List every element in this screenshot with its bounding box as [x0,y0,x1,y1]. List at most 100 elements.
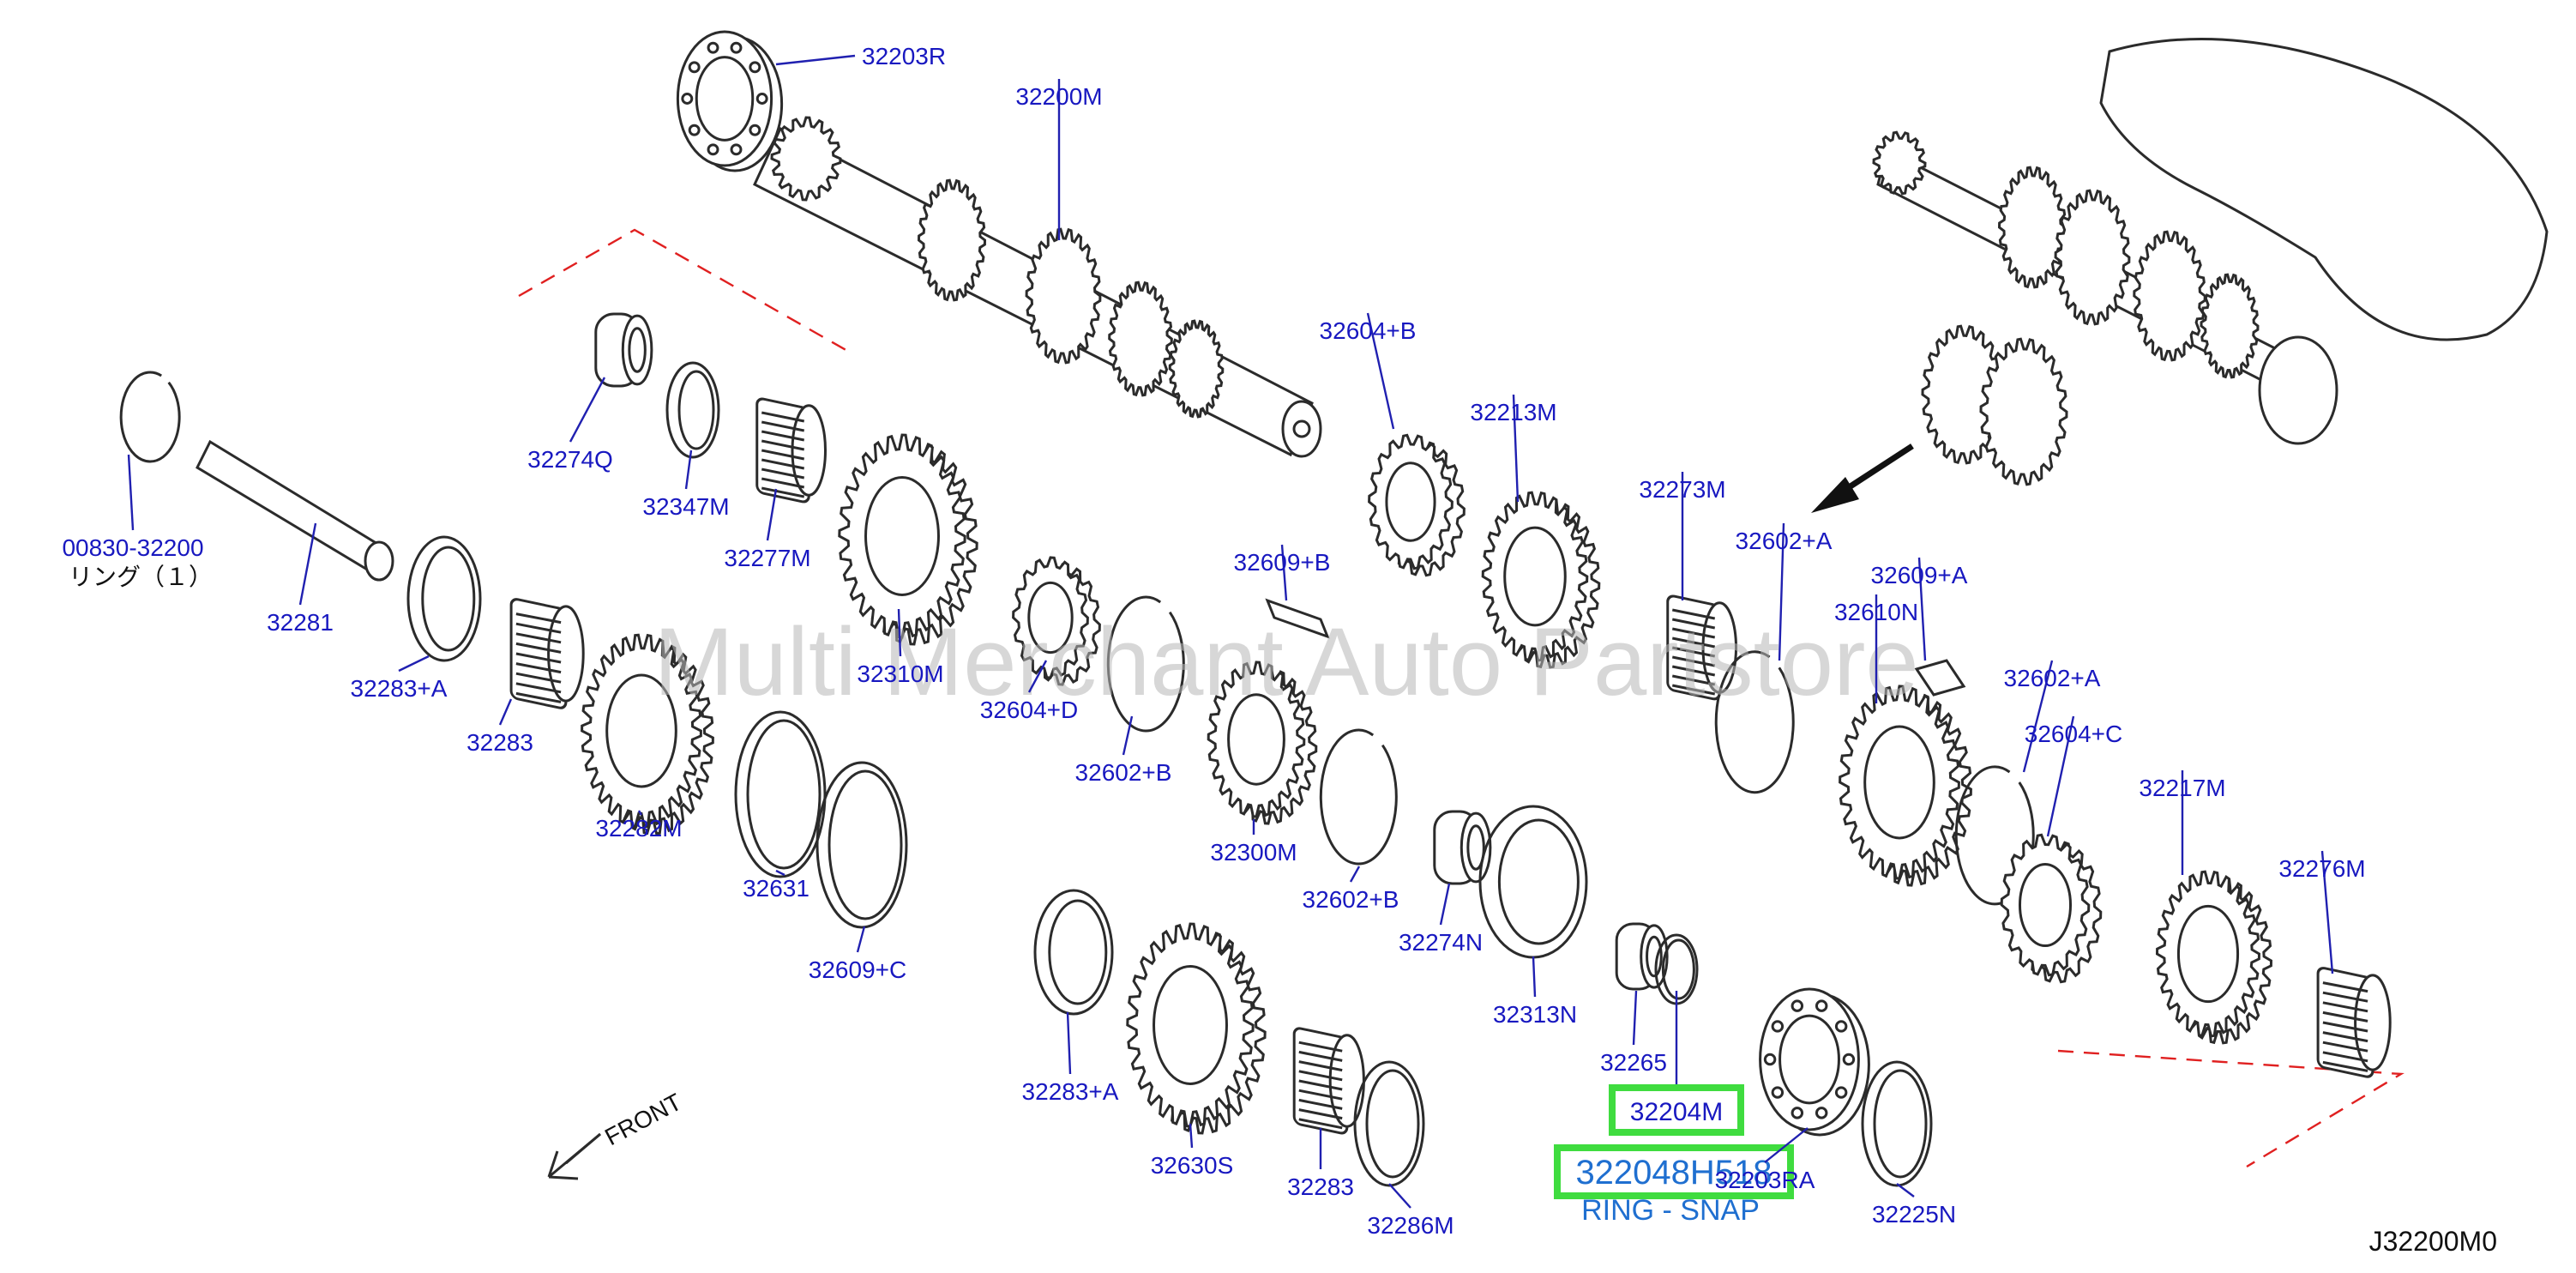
assembled-gear [2200,273,2260,379]
part-label-32265[interactable]: 32265 [1600,1049,1667,1076]
bearing-32203R-ball [707,143,719,156]
main-shaft-gear [1168,319,1225,419]
hub-32604+D [1012,556,1101,686]
leader-32225N [1896,1183,1915,1198]
needle-bearing-32276M-roller [2322,1031,2368,1043]
part-label-32274N[interactable]: 32274N [1399,929,1483,956]
part-label-32300M[interactable]: 32300M [1210,839,1297,866]
bearing-32203RA-ball [1815,1107,1828,1119]
seal-32283+A-outer [406,535,482,662]
leader-32281 [298,522,317,606]
hub-32604+B-bore [1385,462,1436,542]
snap-ring-00830-32200 [119,371,181,463]
part-label-32225N[interactable]: 32225N [1872,1201,1956,1228]
part-label-32273M[interactable]: 32273M [1639,476,1725,503]
part-label-32609+A[interactable]: 32609+A [1871,562,1968,588]
part-label-32277M[interactable]: 32277M [724,545,810,571]
needle-bearing-32273M-roller [1671,665,1716,677]
needle-bearing-32276M-roller [2322,991,2368,1003]
dashed-outline-right [2057,1049,2404,1168]
leader-32283+A [398,655,430,673]
part-label-32609+C[interactable]: 32609+C [809,956,906,983]
part-label-32604+C[interactable]: 32604+C [2025,721,2122,747]
exploded-parts-drawing [119,30,2549,1187]
part-label-32283+A[interactable]: 32283+A [1022,1078,1119,1105]
part-label-32602+A[interactable]: 32602+A [2004,665,2101,691]
needle-bearing-32283-lower-roller [1298,1079,1343,1091]
bearing-32203R-ball [707,41,719,54]
part-label-32283[interactable]: 32283 [466,729,533,756]
needle-bearing-32277M-roller [761,468,805,480]
part-label-32283[interactable]: 32283 [1287,1173,1354,1200]
front-arrow: FRONT [547,1089,686,1180]
main-shaft [753,116,1322,458]
snap-ring-32602+B-lower [1319,728,1398,866]
needle-bearing-32283-lower-roller [1298,1060,1343,1072]
part-label-32203RA[interactable]: 32203RA [1715,1167,1815,1193]
leader-32630S [1189,1123,1194,1149]
leader-32602+B [1349,866,1361,883]
part-label-32602+B[interactable]: 32602+B [1303,886,1399,913]
bearing-32203RA-ball [1791,999,1804,1012]
needle-bearing-32277M [755,397,827,504]
part-label-32347M[interactable]: 32347M [642,493,729,520]
bearing-32203R-ball [730,41,743,54]
main-shaft-hole [1292,419,1311,438]
part-label-32602+B[interactable]: 32602+B [1075,759,1172,786]
seal-32283+A-inner [421,546,476,652]
gear-32213M [1481,491,1601,669]
part-label-32310M[interactable]: 32310M [857,661,943,687]
needle-bearing-32276M-roller [2322,1021,2368,1033]
part-label-32217M[interactable]: 32217M [2139,775,2225,801]
highlight-part-ref[interactable]: 32204M [1630,1098,1723,1126]
part-label-32282M[interactable]: 32282M [595,815,682,842]
gear-32610N [1839,685,1972,887]
shaft-32281 [196,439,388,576]
ring-32631-inner [746,719,822,870]
gear-32213M-face [1481,491,1589,662]
bearing-32203R-ball [749,61,761,74]
part-label-32281[interactable]: 32281 [267,609,334,636]
snap-ring-32204M-inner [1661,938,1695,1000]
main-shaft-gear [1108,281,1173,397]
part-label-00830-32200[interactable]: 00830-32200 [62,534,203,561]
bearing-32203RA-ball [1763,1053,1777,1066]
bushing-32274N [1433,810,1492,885]
part-label-32609+B[interactable]: 32609+B [1234,549,1331,576]
bearing-32203RA-ball [1771,1086,1785,1099]
key-32609+B [1265,598,1330,639]
part-label-32213M[interactable]: 32213M [1470,399,1556,425]
part-label-32604+D[interactable]: 32604+D [980,697,1078,723]
part-label-32203R[interactable]: 32203R [862,43,946,69]
part-label-32610N[interactable]: 32610N [1834,599,1918,625]
bearing-32203RA [1759,987,1870,1137]
part-label-32602+A[interactable]: 32602+A [1736,528,1833,554]
part-label-32200M[interactable]: 32200M [1015,83,1102,110]
gear-32213M-bore [1503,526,1567,627]
leader-32310M [897,608,902,657]
part-label-32274Q[interactable]: 32274Q [527,446,613,473]
part-label-32604+B[interactable]: 32604+B [1320,317,1417,344]
part-label-32313N[interactable]: 32313N [1493,1001,1577,1028]
part-label-32286M[interactable]: 32286M [1367,1212,1454,1239]
collar-32265-bore [1646,935,1663,978]
highlight-description: RING - SNAP [1581,1194,1760,1227]
part-label-32276M[interactable]: 32276M [2278,855,2365,882]
highlight-part-number[interactable]: 322048H518 [1575,1154,1772,1192]
ring-32609+C-inner [828,769,903,920]
part-label-32630S[interactable]: 32630S [1151,1152,1234,1179]
leader-32631 [775,869,785,877]
bearing-32203RA-ball [1771,1020,1785,1033]
part-label-32283+A[interactable]: 32283+A [351,675,448,702]
bearing-32203R-ball [688,61,701,74]
washer-32225N-inner [1873,1069,1928,1179]
needle-bearing-32283-roller [515,691,562,703]
cone-32313N [1478,805,1588,959]
leader-32347M [684,449,693,490]
gear-32282M-face [581,633,702,829]
needle-bearing-32283-lower-roller [1298,1108,1343,1120]
gear-32630S [1126,922,1267,1135]
part-label-32631[interactable]: 32631 [743,875,810,902]
needle-bearing-32283-lower-roller [1298,1098,1343,1110]
